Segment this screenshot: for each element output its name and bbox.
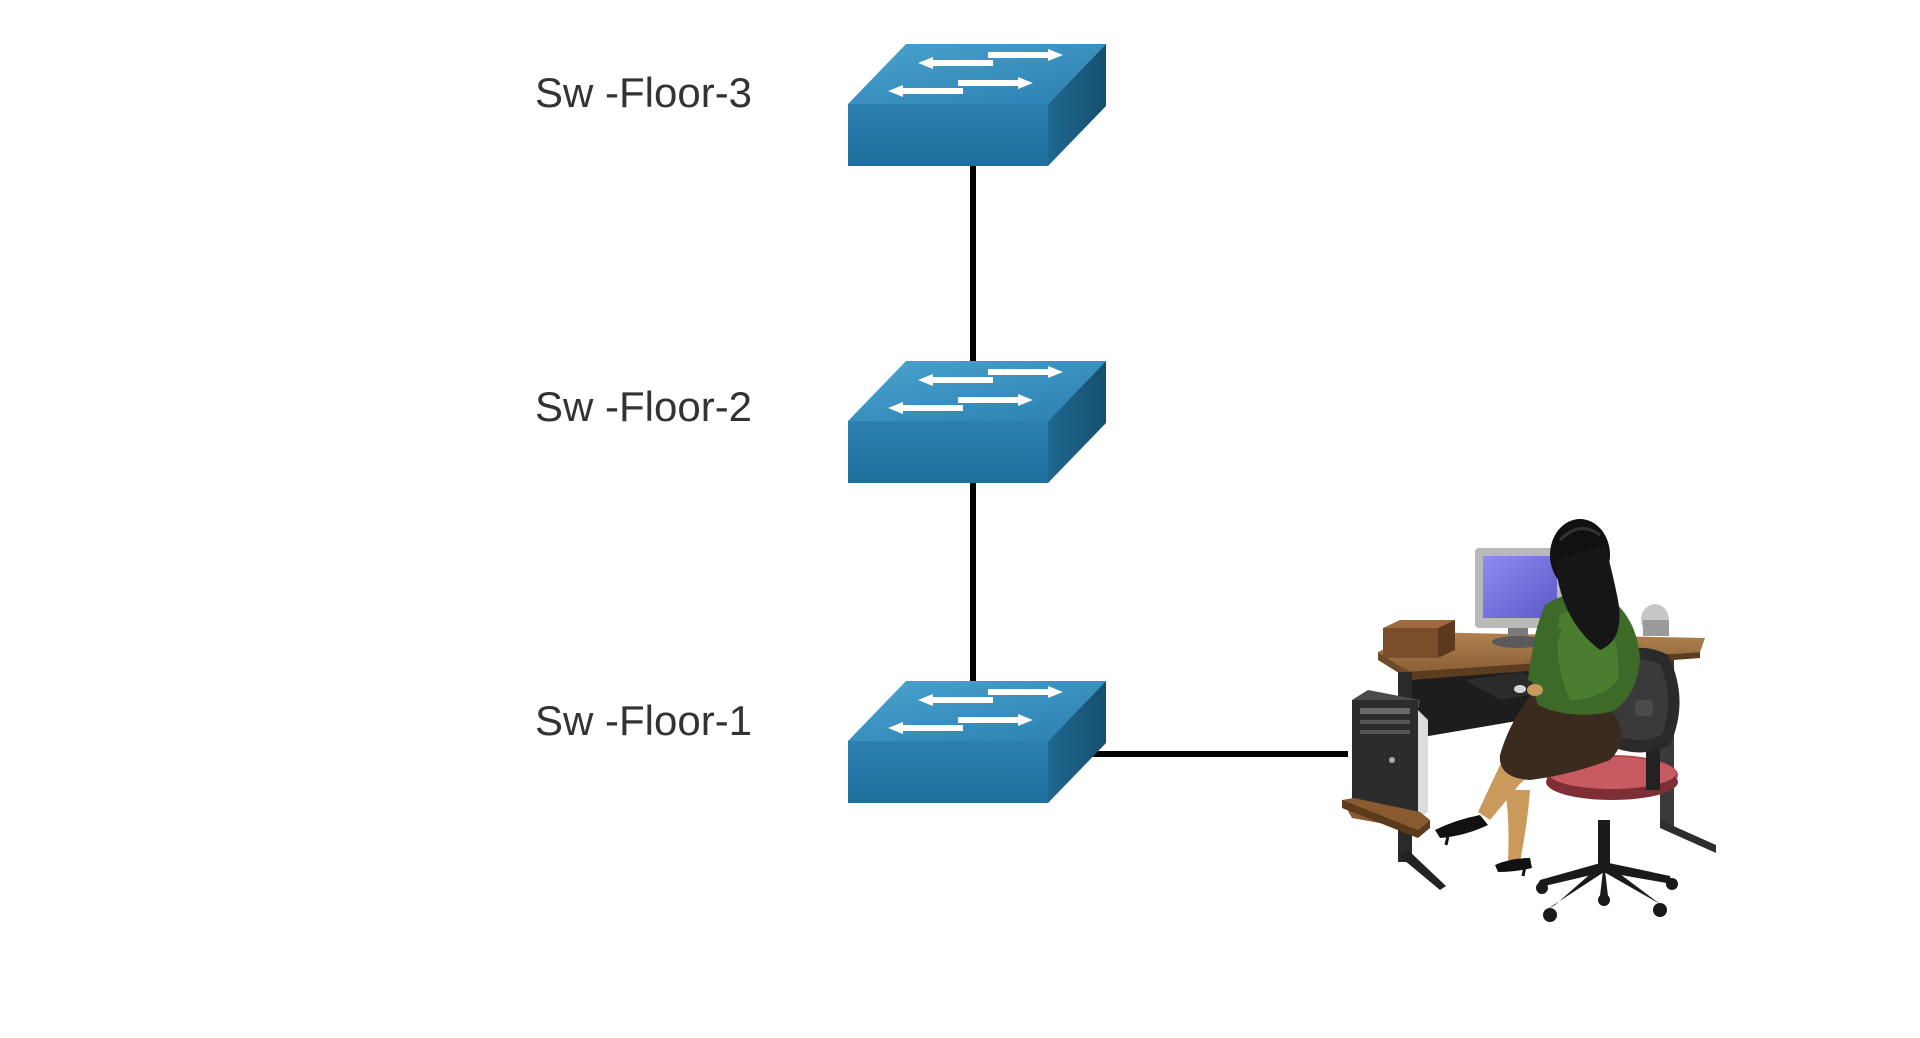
switch-label-sw-floor-2: Sw -Floor-2 xyxy=(535,383,753,430)
switch-sw-floor-1[interactable] xyxy=(848,681,1106,803)
link-lines xyxy=(970,165,1348,757)
layer2-switch-icon xyxy=(848,44,1106,166)
switch-sw-floor-2[interactable] xyxy=(848,361,1106,483)
layer2-switch-icon xyxy=(848,361,1106,483)
layer2-switch-icon xyxy=(848,681,1106,803)
switch-label-sw-floor-3: Sw -Floor-3 xyxy=(535,69,753,116)
user-at-workstation-icon[interactable] xyxy=(1342,519,1716,922)
switch-label-sw-floor-1: Sw -Floor-1 xyxy=(535,697,753,744)
switch-sw-floor-3[interactable] xyxy=(848,44,1106,166)
